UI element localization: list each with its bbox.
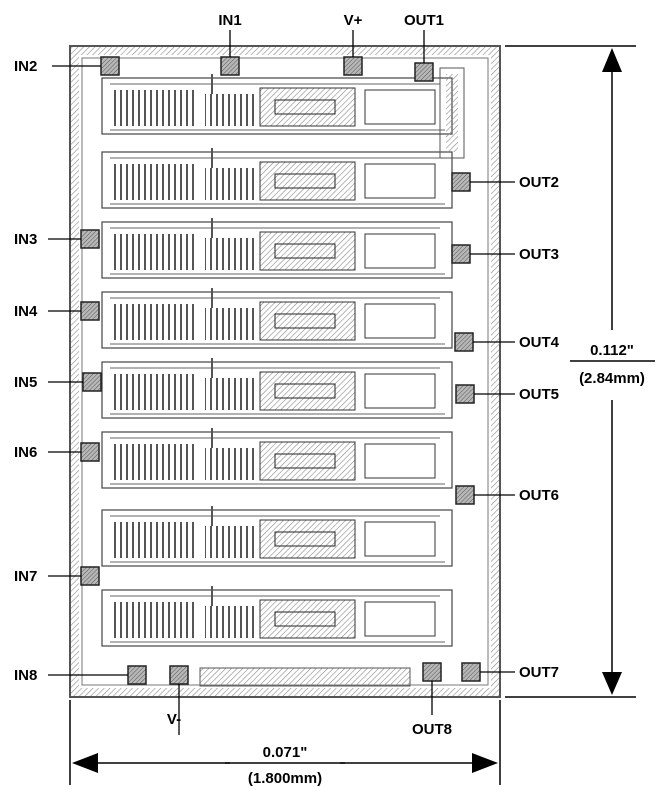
- circuit-trace: [274, 313, 336, 329]
- pad-in6: [80, 442, 100, 462]
- leader-lines: [48, 30, 515, 735]
- circuit-trace: [274, 611, 336, 627]
- circuit-comb: [205, 168, 255, 200]
- label-out7: OUT7: [519, 664, 559, 681]
- pad-out6: [455, 485, 475, 505]
- pad-in1: [220, 56, 240, 76]
- circuit-row: [101, 431, 453, 489]
- circuit-row: [101, 291, 453, 349]
- pad-out3: [451, 244, 471, 264]
- label-in6: IN6: [14, 444, 37, 461]
- circuit-block: [259, 599, 356, 639]
- pad-out7: [461, 662, 481, 682]
- circuit-comb: [205, 606, 255, 638]
- label-vminus: V-: [167, 711, 181, 728]
- label-out5: OUT5: [519, 386, 559, 403]
- circuit-trace: [274, 453, 336, 469]
- circuit-comb: [112, 522, 197, 558]
- label-out8: OUT8: [412, 721, 452, 738]
- right-rail: [446, 74, 458, 152]
- circuit-comb: [205, 308, 255, 340]
- height-inches: 0.112": [590, 342, 634, 359]
- circuit-blocks: [101, 67, 465, 647]
- label-out6: OUT6: [519, 487, 559, 504]
- circuit-trace: [274, 99, 336, 115]
- label-in1: IN1: [218, 12, 241, 29]
- height-mm: (2.84mm): [579, 370, 645, 387]
- pad-out1: [414, 62, 434, 82]
- right-rail: [439, 67, 465, 159]
- circuit-block: [259, 441, 356, 481]
- pad-in3: [80, 229, 100, 249]
- label-in2: IN2: [14, 58, 37, 75]
- circuit-comb: [205, 526, 255, 558]
- label-vplus: V+: [344, 12, 363, 29]
- label-out1: OUT1: [404, 12, 444, 29]
- label-in3: IN3: [14, 231, 37, 248]
- pad-vplus: [343, 56, 363, 76]
- circuit-block: [364, 163, 436, 199]
- dimension-width: [69, 700, 501, 785]
- circuit-comb: [112, 90, 197, 126]
- circuit-comb: [205, 94, 255, 126]
- label-in5: IN5: [14, 374, 37, 391]
- circuit-comb: [205, 448, 255, 480]
- pad-in5: [82, 372, 102, 392]
- circuit-block: [364, 443, 436, 479]
- pad-out5: [455, 384, 475, 404]
- circuit-block: [259, 231, 356, 271]
- label-in7: IN7: [14, 568, 37, 585]
- pad-in8: [127, 665, 147, 685]
- circuit-block: [259, 87, 356, 127]
- circuit-comb: [112, 234, 197, 270]
- label-out2: OUT2: [519, 174, 559, 191]
- circuit-trace: [274, 173, 336, 189]
- circuit-block: [364, 89, 436, 125]
- dimension-height: [505, 45, 655, 698]
- circuit-comb: [112, 164, 197, 200]
- circuit-block: [259, 519, 356, 559]
- width-mm: (1.800mm): [248, 770, 322, 787]
- bottom-bus: [199, 667, 411, 687]
- die-body: [69, 45, 501, 698]
- circuit-block: [259, 161, 356, 201]
- pad-in4: [80, 301, 100, 321]
- circuit-comb: [205, 238, 255, 270]
- circuit-trace: [274, 243, 336, 259]
- circuit-trace: [274, 531, 336, 547]
- pad-out4: [454, 332, 474, 352]
- circuit-comb: [112, 304, 197, 340]
- circuit-block: [259, 371, 356, 411]
- circuit-comb: [112, 602, 197, 638]
- label-out3: OUT3: [519, 246, 559, 263]
- circuit-block: [364, 233, 436, 269]
- label-in4: IN4: [14, 303, 38, 320]
- label-in8: IN8: [14, 667, 37, 684]
- pad-out2: [451, 172, 471, 192]
- circuit-block: [364, 521, 436, 557]
- pad-out8: [422, 662, 442, 682]
- circuit-row: [101, 589, 453, 647]
- circuit-block: [364, 303, 436, 339]
- circuit-comb: [112, 444, 197, 480]
- circuit-row: [101, 509, 453, 567]
- pad-in7: [80, 566, 100, 586]
- label-out4: OUT4: [519, 334, 560, 351]
- circuit-block: [259, 301, 356, 341]
- pad-in2: [100, 56, 120, 76]
- circuit-block: [364, 601, 436, 637]
- pad-vminus: [169, 665, 189, 685]
- circuit-comb: [205, 378, 255, 410]
- circuit-comb: [112, 374, 197, 410]
- width-inches: 0.071": [263, 744, 308, 761]
- circuit-block: [364, 373, 436, 409]
- circuit-row: [101, 361, 453, 419]
- circuit-trace: [274, 383, 336, 399]
